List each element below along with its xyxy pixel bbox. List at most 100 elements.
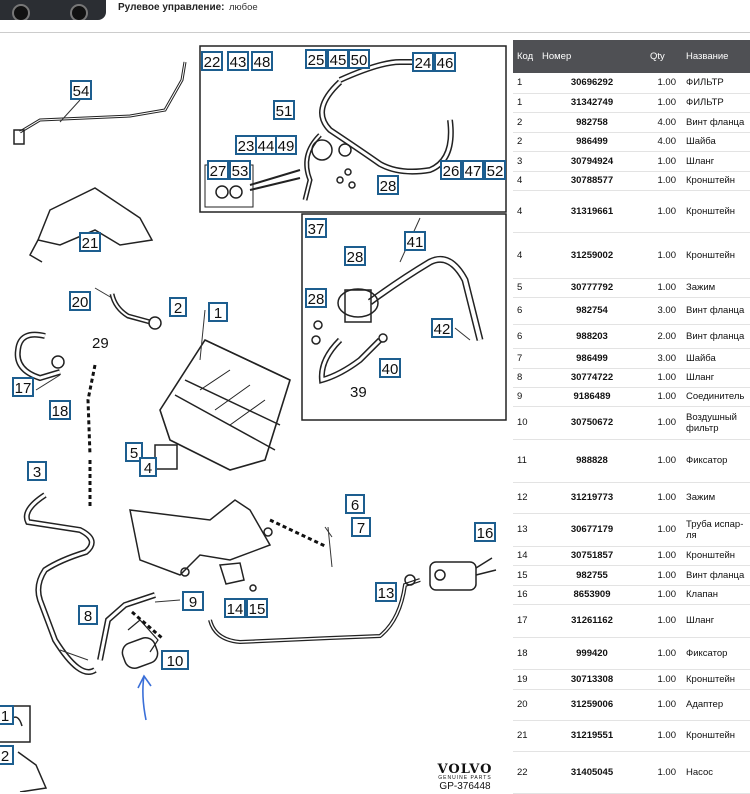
callout-47[interactable]: 47 <box>462 160 484 180</box>
cell-number: 986499 <box>538 348 646 369</box>
callout-45[interactable]: 45 <box>327 49 349 69</box>
column-header-code[interactable]: Код <box>513 40 538 73</box>
callout-8[interactable]: 8 <box>78 605 98 625</box>
callout-50[interactable]: 50 <box>348 49 370 69</box>
callout-18[interactable]: 18 <box>49 400 71 420</box>
callout-53[interactable]: 53 <box>229 160 251 180</box>
callout-14[interactable]: 14 <box>224 598 246 618</box>
callout-12[interactable]: 2 <box>0 745 14 765</box>
cell-name: Насос <box>682 751 750 794</box>
cell-name: Кронштейн <box>682 720 750 752</box>
cell-number: 31342749 <box>538 93 646 113</box>
callout-11[interactable]: 1 <box>0 705 14 725</box>
callout-51[interactable]: 51 <box>273 100 295 120</box>
callout-5[interactable]: 5 <box>125 442 143 462</box>
callout-16[interactable]: 16 <box>474 522 496 542</box>
callout-28-middle[interactable]: 28 <box>344 246 366 266</box>
cell-name: Шланг <box>682 151 750 172</box>
callout-40[interactable]: 40 <box>379 358 401 378</box>
cell-qty: 1.00 <box>646 190 682 233</box>
cell-qty: 1.00 <box>646 637 682 670</box>
cell-code: 2 <box>513 112 538 133</box>
callout-37[interactable]: 37 <box>305 218 327 238</box>
callout-23[interactable]: 23 <box>235 135 257 155</box>
column-header-qty[interactable]: Qty <box>646 40 682 73</box>
callout-10[interactable]: 10 <box>161 650 189 670</box>
callout-42[interactable]: 42 <box>431 318 453 338</box>
cell-code: 21 <box>513 720 538 752</box>
callout-28[interactable]: 28 <box>377 175 399 195</box>
callout-2[interactable]: 2 <box>169 297 187 317</box>
column-header-name[interactable]: Название <box>682 40 750 73</box>
column-header-number[interactable]: Номер <box>538 40 646 73</box>
callout-1[interactable]: 1 <box>208 302 228 322</box>
callout-27[interactable]: 27 <box>207 160 229 180</box>
callout-48[interactable]: 48 <box>251 51 273 71</box>
cell-qty: 1.00 <box>646 387 682 407</box>
callout-20[interactable]: 20 <box>69 291 91 311</box>
callout-15[interactable]: 15 <box>246 598 268 618</box>
car-thumbnail <box>0 0 106 20</box>
wheel-icon <box>12 4 30 20</box>
callout-41[interactable]: 41 <box>404 231 426 251</box>
cell-name: Воздушный фильтр <box>682 406 750 440</box>
callout-4[interactable]: 4 <box>139 457 157 477</box>
callout-22[interactable]: 22 <box>201 51 223 71</box>
callout-44[interactable]: 44 <box>255 135 277 155</box>
cell-qty: 1.00 <box>646 439 682 483</box>
callout-9[interactable]: 9 <box>182 591 204 611</box>
cell-number: 30788577 <box>538 171 646 191</box>
cell-name: Клапан <box>682 585 750 605</box>
cell-qty: 1.00 <box>646 406 682 440</box>
callout-21[interactable]: 21 <box>79 232 101 252</box>
callout-52[interactable]: 52 <box>484 160 506 180</box>
brand-tagline: GENUINE PARTS <box>438 775 492 781</box>
callout-25[interactable]: 25 <box>305 49 327 69</box>
callout-46[interactable]: 46 <box>434 52 456 72</box>
cell-code: 9 <box>513 387 538 407</box>
cell-number: 31219551 <box>538 720 646 752</box>
callout-54[interactable]: 54 <box>70 80 92 100</box>
callout-28-left[interactable]: 28 <box>305 288 327 308</box>
callout-3[interactable]: 3 <box>27 461 47 481</box>
steering-value: любое <box>229 2 258 13</box>
callout-13[interactable]: 13 <box>375 582 397 602</box>
callout-17[interactable]: 17 <box>12 377 34 397</box>
callout-7[interactable]: 7 <box>351 517 371 537</box>
cell-qty: 1.00 <box>646 669 682 690</box>
callout-26[interactable]: 26 <box>440 160 462 180</box>
cell-code: 13 <box>513 513 538 547</box>
callout-24[interactable]: 24 <box>412 52 434 72</box>
cell-qty: 1.00 <box>646 232 682 279</box>
callout-43[interactable]: 43 <box>227 51 249 71</box>
callout-6[interactable]: 6 <box>345 494 365 514</box>
callout-49[interactable]: 49 <box>275 135 297 155</box>
